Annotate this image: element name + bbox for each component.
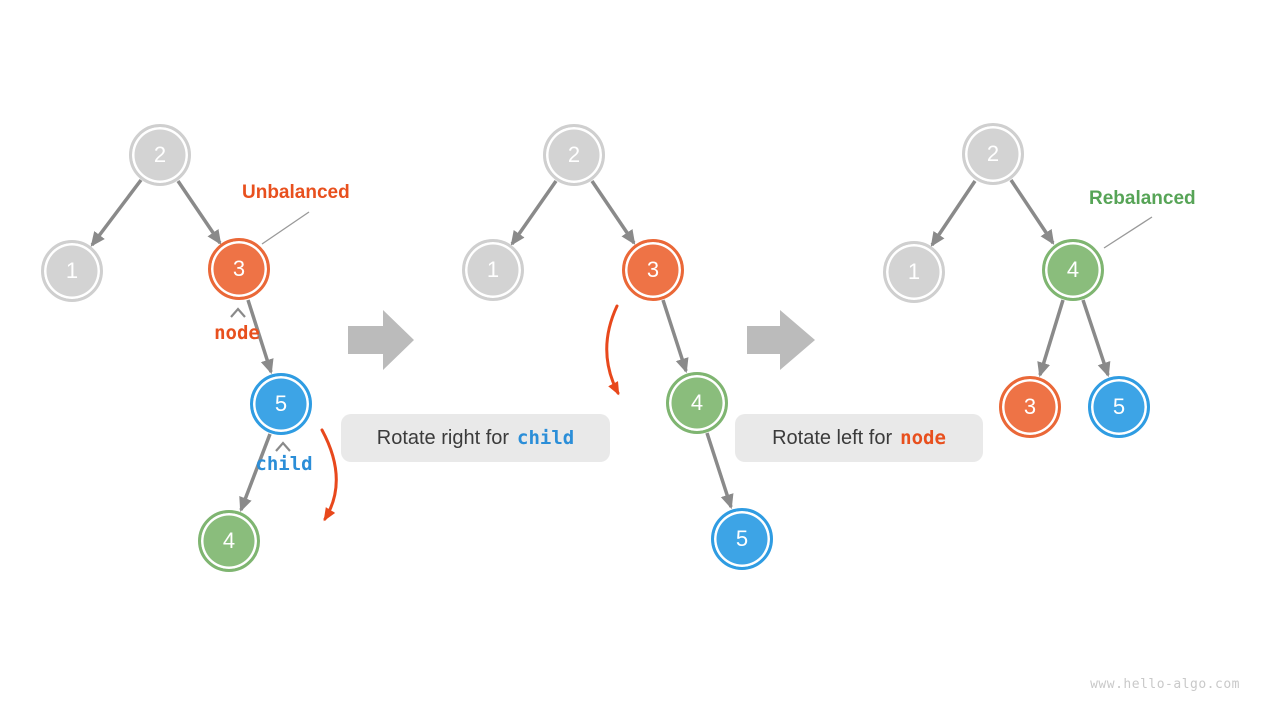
edge-2-to-1 [930,180,977,247]
rebalanced-tree-node-5: 5 [1088,376,1150,438]
rotate-right-caption: Rotate right for child [341,414,610,462]
intermediate-tree-node-2: 2 [543,124,605,186]
rebalanced-label: Rebalanced [1089,188,1196,209]
unbalanced-tree-node-5: 5 [250,373,312,435]
edge-4-to-3 [1037,299,1065,378]
edge-3-to-4 [661,299,689,374]
rotate-right-arrow-icon [320,428,338,522]
rebalanced-tree-edges [930,179,1111,378]
rebalanced-tree-node-3: 3 [999,376,1061,438]
intermediate-tree-edges [510,179,734,510]
rotate-left-caption-keyword: node [900,427,946,449]
step-arrow-icon-2 [747,310,815,370]
child-caret-icon [275,441,291,452]
unbalanced-tree-node-1: 1 [41,240,103,302]
rebalanced-tree-node-1: 1 [883,241,945,303]
edge-2-to-1 [90,178,143,247]
watermark: www.hello-algo.com [1090,677,1240,692]
step-arrow-icon-1 [348,310,414,370]
rebalanced-tree-node-4: 4 [1042,239,1104,301]
intermediate-tree-node-4: 4 [666,372,728,434]
edge-2-to-3 [590,180,636,245]
edge-3-to-5 [246,299,274,375]
unbalanced-pointer-line [261,211,310,245]
unbalanced-tree-node-2: 2 [129,124,191,186]
unbalanced-tree-node-3: 3 [208,238,270,300]
node-caret-icon [230,307,246,318]
edge-5-to-4 [239,433,272,513]
intermediate-tree-node-3: 3 [622,239,684,301]
rotate-right-caption-keyword: child [517,427,575,449]
rotate-left-arrow-icon [605,304,620,396]
rotate-left-caption-text: Rotate left for [772,426,893,449]
unbalanced-label: Unbalanced [242,182,350,203]
rebalanced-pointer-line [1103,216,1153,249]
unbalanced-tree-edges [90,178,274,513]
intermediate-tree-node-5: 5 [711,508,773,570]
unbalanced-tree-node-4: 4 [198,510,260,572]
edge-2-to-3 [176,180,222,245]
rotate-left-caption: Rotate left for node [735,414,983,462]
edge-4-to-5 [705,432,734,510]
rebalanced-tree-node-2: 2 [962,123,1024,185]
edge-2-to-1 [510,179,558,246]
node-pointer-label: node [214,322,260,344]
intermediate-tree-node-1: 1 [462,239,524,301]
child-pointer-label: child [255,453,313,475]
rotate-right-caption-text: Rotate right for [376,426,510,449]
edge-4-to-5 [1081,299,1111,378]
edge-2-to-4 [1009,179,1055,245]
